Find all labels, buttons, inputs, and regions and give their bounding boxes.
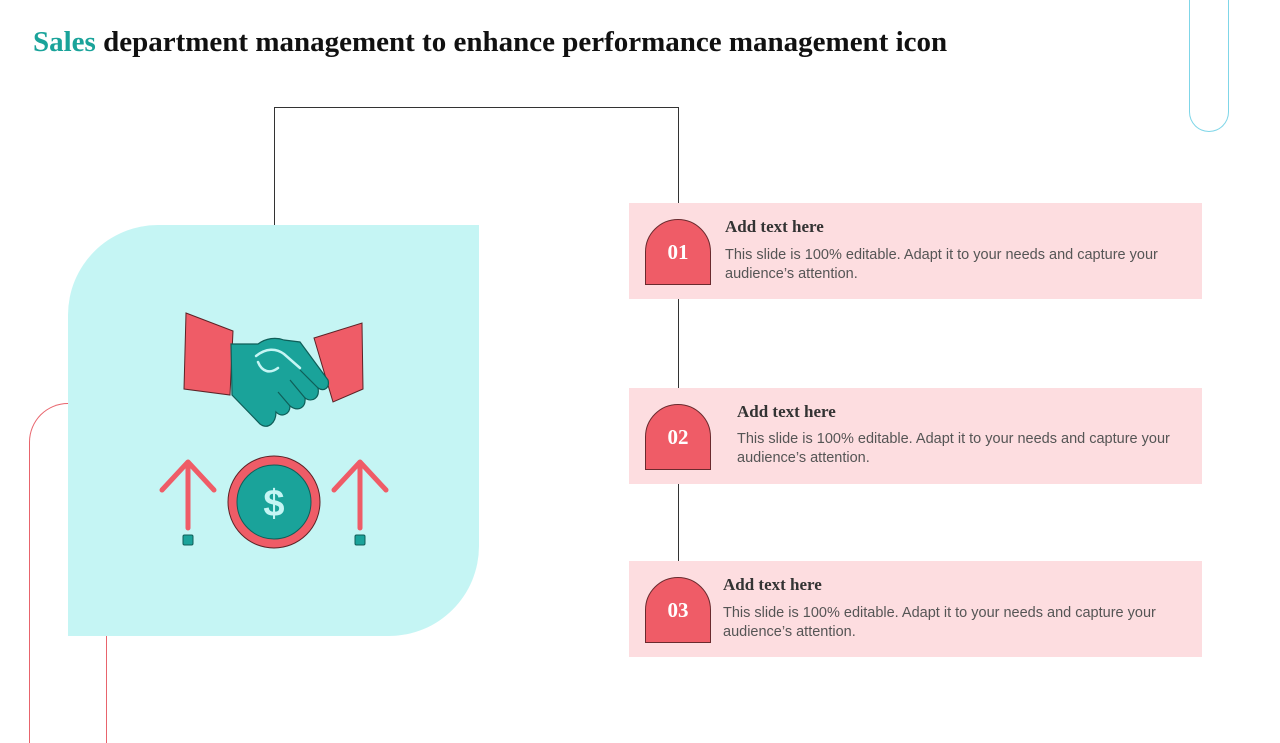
item-heading-02: Add text here: [737, 402, 836, 421]
dollar-coin-icon: $: [227, 455, 321, 549]
right-up-arrow-icon: [331, 459, 389, 546]
item-card-03: [629, 561, 1202, 657]
item-number-badge-02: 02: [645, 404, 711, 470]
item-body-02: This slide is 100% editable. Adapt it to…: [737, 431, 1170, 466]
icon-panel: [68, 225, 479, 636]
decorative-cyan-loop: [1189, 0, 1229, 132]
title-rest: department management to enhance perform…: [95, 26, 948, 58]
left-cuff-shape: [183, 312, 234, 396]
item-card-02: [629, 388, 1202, 484]
title-accent-word: Sales: [33, 26, 96, 58]
connector-bracket: [274, 107, 679, 225]
item-body-01: This slide is 100% editable. Adapt it to…: [725, 247, 1158, 282]
connector-line-2-3: [678, 484, 679, 561]
left-up-arrow-icon: [159, 459, 217, 546]
item-number-badge-01: 01: [645, 219, 711, 285]
dollar-sign: $: [263, 483, 284, 525]
handshake-dollar-growth-icon: $: [159, 312, 389, 549]
handshake-shape: [230, 337, 329, 427]
item-heading-01: Add text here: [725, 217, 824, 236]
item-body-03: This slide is 100% editable. Adapt it to…: [723, 605, 1156, 640]
item-heading-03: Add text here: [723, 575, 822, 594]
item-card-01: [629, 203, 1202, 299]
right-cuff-shape: [313, 322, 364, 403]
slide-title: Sales department management to enhance p…: [33, 26, 947, 59]
item-number-badge-03: 03: [645, 577, 711, 643]
connector-line-1-2: [678, 299, 679, 388]
